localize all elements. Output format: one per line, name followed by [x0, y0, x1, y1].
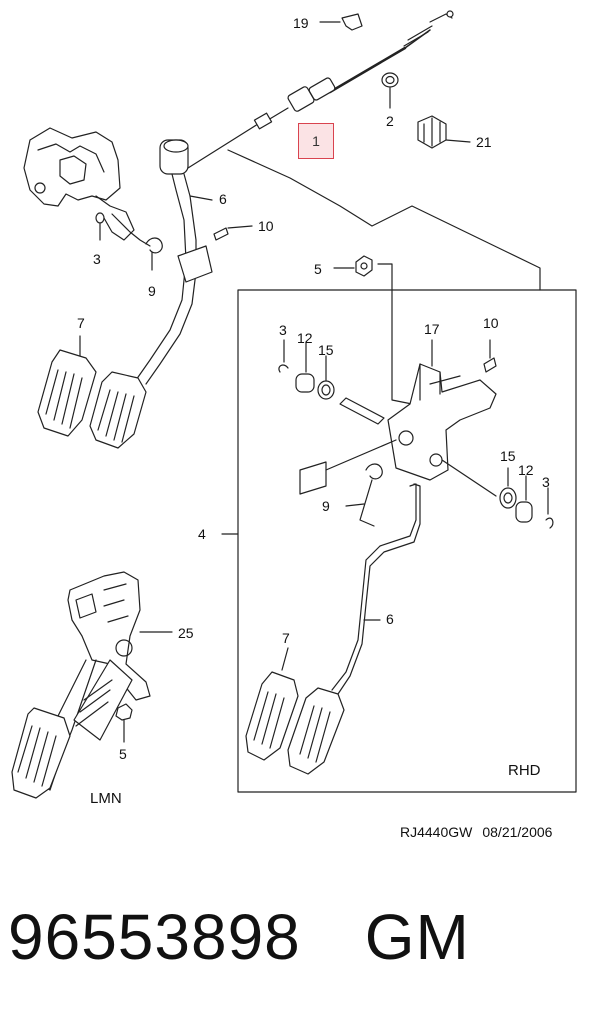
callout-9-rhd: 9	[322, 498, 330, 514]
callout-6-top: 6	[219, 191, 227, 207]
plate	[299, 439, 397, 495]
drawing-date: 08/21/2006	[482, 824, 553, 840]
bracket-part-17	[387, 339, 497, 481]
callout-3-right: 3	[542, 474, 550, 490]
callout-17: 17	[424, 321, 440, 337]
pedal-pad-part-7-rhd-a	[245, 671, 299, 761]
callout-15-rhd: 15	[318, 342, 334, 358]
lmn-label: LMN	[90, 790, 122, 807]
callout-12-rhd: 12	[297, 330, 313, 346]
drawing-reference: RJ4440GW 08/21/2006	[400, 824, 562, 840]
callout-21: 21	[476, 134, 492, 150]
grommet-part-2	[381, 72, 399, 109]
callout-19: 19	[293, 15, 309, 31]
callout-9-left: 9	[148, 283, 156, 299]
pedal-pad-part-7-left-a	[37, 349, 97, 437]
bolt-part-10-rhd	[483, 339, 497, 373]
bracket-part-21	[417, 115, 471, 149]
part-number-line: 96553898 GM	[8, 900, 470, 974]
callout-15-right: 15	[500, 448, 516, 464]
accelerator-cable	[187, 10, 454, 169]
washer-part-15-right	[499, 467, 517, 509]
electronic-pedal-part-25	[39, 571, 173, 791]
nut-part-5-lmn	[115, 703, 133, 743]
bolt-part-10-top	[213, 225, 253, 241]
callout-5-lmn: 5	[119, 746, 127, 762]
callout-12-right: 12	[518, 462, 534, 478]
spring-part-9-left	[145, 237, 163, 271]
callout-4: 4	[198, 526, 206, 542]
callout-6-rhd: 6	[386, 611, 394, 627]
callout-7-left: 7	[77, 315, 85, 331]
rhd-label: RHD	[508, 762, 541, 779]
washer-part-15-rhd	[317, 355, 335, 400]
callout-10-top: 10	[258, 218, 274, 234]
callout-7-rhd: 7	[282, 630, 290, 646]
pivot-pin	[339, 397, 385, 425]
brand-name: GM	[364, 901, 470, 973]
pedal-arm-part-6-rhd	[331, 483, 421, 695]
bushing-part-12-rhd	[295, 341, 315, 393]
callout-1: 1	[312, 133, 320, 149]
pedal-pad-part-7-left-b	[89, 371, 147, 449]
callout-2: 2	[386, 113, 394, 129]
callout-3-left: 3	[93, 251, 101, 267]
highlighted-part-1-callout[interactable]: 1	[298, 123, 334, 159]
part-number: 96553898	[8, 901, 301, 973]
pedal-arm-part-6-left	[135, 139, 213, 385]
bushing-part-12-right	[515, 475, 533, 523]
rhd-box	[237, 289, 577, 793]
callout-5-top: 5	[314, 261, 322, 277]
callout-10-rhd: 10	[483, 315, 499, 331]
clip-part-19	[319, 13, 363, 31]
spring-part-9-rhd	[345, 463, 383, 527]
clip-part-3-rhd	[278, 339, 289, 373]
pedal-pad-part-7-rhd-b	[287, 687, 345, 775]
clip-part-3-right	[545, 487, 554, 529]
lmn-pedal-pad	[11, 707, 71, 799]
clip-part-3-left	[95, 212, 105, 241]
nut-part-5-top	[333, 255, 373, 277]
drawing-id: RJ4440GW	[400, 824, 473, 840]
pedal-bracket-left	[23, 127, 151, 247]
callout-3-rhd: 3	[279, 322, 287, 338]
callout-25: 25	[178, 625, 194, 641]
